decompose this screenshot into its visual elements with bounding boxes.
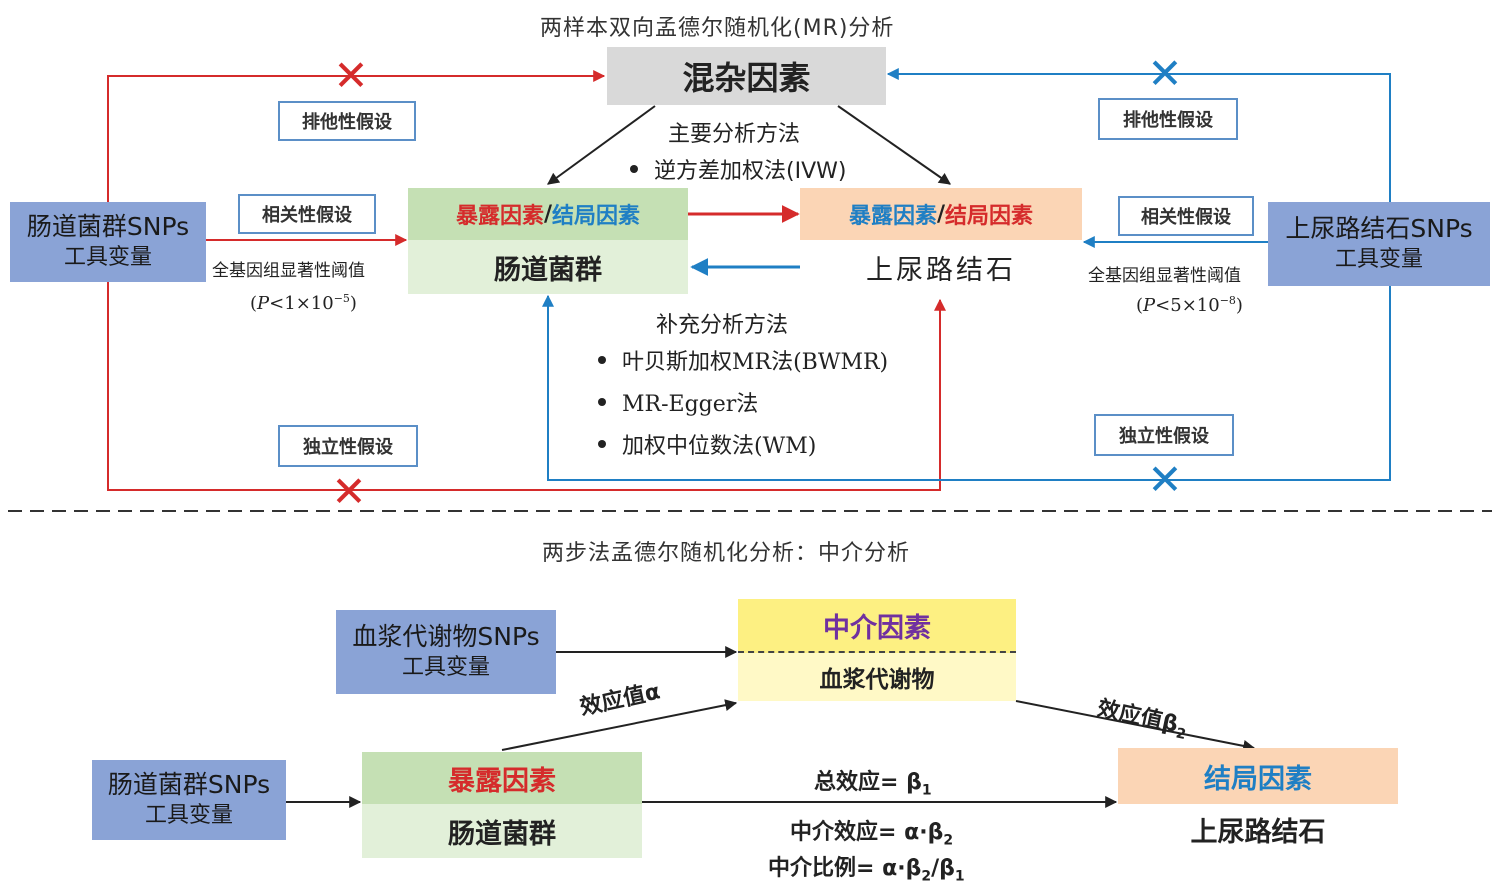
plasma-instrument-subtitle: 工具变量 <box>401 654 490 680</box>
gut-instrument-title: 肠道菌群SNPs <box>26 212 190 242</box>
left-relevance-assumption: 相关性假设 <box>238 194 376 234</box>
outcome-name: 上尿路结石 <box>1190 816 1326 848</box>
red-independence-path <box>107 282 946 491</box>
gut-instrument-subtitle: 工具变量 <box>63 244 152 270</box>
gut-instrument-subtitle-bottom: 工具变量 <box>144 802 233 828</box>
supp-method-heading: 补充分析方法 <box>656 313 789 338</box>
main-method-heading: 主要分析方法 <box>668 122 801 147</box>
gut-box-outcome-label: 结局因素 <box>552 204 641 229</box>
plasma-instrument-box: 血浆代谢物SNPs 工具变量 <box>336 610 556 694</box>
exposure-to-mediator-arrow <box>501 699 738 751</box>
right-threshold-label: 全基因组显著性阈值 <box>1088 266 1241 286</box>
mediation-ratio-label: 中介比例= α·β2/β1 <box>768 856 965 885</box>
supp-method-item: 加权中位数法(WM) <box>598 428 888 460</box>
stone-instrument-title: 上尿路结石SNPs <box>1285 214 1473 244</box>
exposure-header: 暴露因素 <box>362 752 642 804</box>
blue-independence-path <box>542 284 1391 481</box>
mediator-name: 血浆代谢物 <box>819 667 935 693</box>
gut-box-slash: / <box>543 201 553 227</box>
mediation-effect-label: 中介效应= α·β2 <box>790 820 954 849</box>
bullet-icon <box>598 440 606 448</box>
gut-box-exposure-label: 暴露因素 <box>455 204 544 229</box>
supp-method-list: 叶贝斯加权MR法(BWMR) MR-Egger法 加权中位数法(WM) <box>598 344 888 460</box>
stone-box-outcome-label: 结局因素 <box>945 204 1034 229</box>
cross-icon: ✕ <box>333 50 369 100</box>
stone-box-name: 上尿路结石 <box>866 254 1016 286</box>
gut-box-name: 肠道菌群 <box>408 240 688 294</box>
red-exclusion-path <box>107 70 606 202</box>
plasma-instrument-title: 血浆代谢物SNPs <box>352 622 540 652</box>
exposure-box: 暴露因素 肠道菌群 <box>362 752 642 858</box>
bullet-icon <box>630 165 638 173</box>
left-threshold-value: (P<1×10−5) <box>250 292 357 314</box>
gut-instrument-box-bottom: 肠道菌群SNPs 工具变量 <box>92 760 286 840</box>
mediator-box: 中介因素 血浆代谢物 <box>738 599 1016 701</box>
urolithiasis-box: 暴露因素/结局因素 上尿路结石 <box>800 188 1082 294</box>
stone-instrument-box: 上尿路结石SNPs 工具变量 <box>1268 202 1490 286</box>
stone-box-header: 暴露因素/结局因素 <box>800 188 1082 240</box>
bullet-icon <box>598 398 606 406</box>
gut-microbiota-box: 暴露因素/结局因素 肠道菌群 <box>408 188 688 294</box>
left-independence-assumption: 独立性假设 <box>278 425 418 467</box>
main-method-list: 逆方差加权法(IVW) <box>630 153 846 185</box>
bullet-icon <box>598 356 606 364</box>
top-title: 两样本双向孟德尔随机化(MR)分析 <box>540 16 895 41</box>
right-relevance-assumption: 相关性假设 <box>1118 196 1254 236</box>
blue-exclusion-path <box>886 68 1391 202</box>
left-threshold-label: 全基因组显著性阈值 <box>212 261 365 281</box>
right-exclusion-assumption: 排他性假设 <box>1098 98 1238 140</box>
exposure-name: 肠道菌群 <box>362 804 642 858</box>
confounder-to-gut-arrow <box>547 105 656 185</box>
mediator-to-outcome-arrow <box>1015 700 1256 752</box>
right-independence-assumption: 独立性假设 <box>1094 414 1234 456</box>
confounder-to-stone-arrow <box>837 105 951 185</box>
stone-box-slash: / <box>936 201 946 227</box>
stone-instrument-subtitle: 工具变量 <box>1334 246 1423 272</box>
bottom-title: 两步法孟德尔随机化分析：中介分析 <box>542 541 911 566</box>
cross-icon: ✕ <box>1147 454 1183 504</box>
cross-icon: ✕ <box>331 466 367 516</box>
outcome-box: 结局因素 上尿路结石 <box>1118 748 1398 854</box>
gut-box-header: 暴露因素/结局因素 <box>408 188 688 240</box>
supp-method-item: 叶贝斯加权MR法(BWMR) <box>598 344 888 376</box>
right-threshold-value: (P<5×10−8) <box>1136 294 1243 316</box>
cross-icon: ✕ <box>1147 48 1183 98</box>
confounder-box: 混杂因素 <box>607 47 886 105</box>
gut-instrument-title-bottom: 肠道菌群SNPs <box>107 770 271 800</box>
outcome-header: 结局因素 <box>1118 748 1398 804</box>
mediator-header: 中介因素 <box>738 599 1016 653</box>
main-method-item: 逆方差加权法(IVW) <box>630 153 846 185</box>
stone-box-exposure-label: 暴露因素 <box>848 204 937 229</box>
total-effect-label: 总效应= β1 <box>814 770 932 799</box>
supp-method-item: MR-Egger法 <box>598 386 888 418</box>
gut-instrument-box: 肠道菌群SNPs 工具变量 <box>10 202 206 282</box>
left-exclusion-assumption: 排他性假设 <box>278 101 416 141</box>
